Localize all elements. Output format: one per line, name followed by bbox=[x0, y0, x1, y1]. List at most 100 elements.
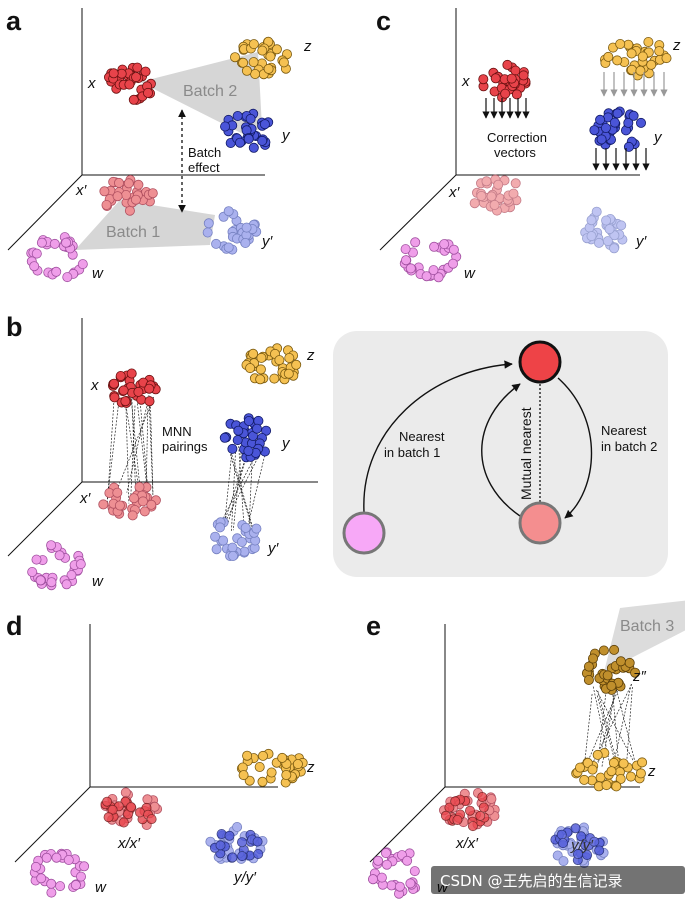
cluster-x-prime bbox=[98, 481, 161, 521]
back-arrow bbox=[481, 383, 521, 517]
mnn-pair-line bbox=[148, 395, 154, 498]
batch-effect-label-2: effect bbox=[188, 160, 220, 175]
cluster-y bbox=[209, 829, 264, 863]
cell-batch1-light-red bbox=[518, 501, 562, 545]
nearest-batch1-arrow bbox=[363, 360, 513, 513]
mnn-pair-line bbox=[224, 449, 233, 521]
cluster-w bbox=[399, 237, 462, 283]
correction-vectors-label-2: vectors bbox=[494, 145, 536, 160]
mnn-pair-line bbox=[232, 452, 242, 531]
axes-e bbox=[369, 624, 640, 863]
correction-vectors-label-1: Correction bbox=[487, 130, 547, 145]
mnn-label-1: MNN bbox=[162, 424, 192, 439]
mnn-pair-line bbox=[131, 394, 137, 498]
mnn-pair-line bbox=[238, 446, 245, 523]
cluster-y-prime bbox=[202, 206, 262, 255]
panel-a: a Batch 2 Batch 1 Batch effect x z y x′ … bbox=[6, 6, 312, 283]
nearest-batch2-label-1: Nearest bbox=[601, 423, 647, 438]
cluster-w bbox=[26, 232, 88, 283]
label-y-prime: y′ bbox=[267, 540, 280, 557]
cluster-z bbox=[236, 748, 308, 788]
label-x-x-prime: x/x′ bbox=[455, 835, 479, 852]
batch3-label: Batch 3 bbox=[620, 618, 674, 635]
label-x: x bbox=[87, 75, 96, 92]
mnn-pair-line bbox=[596, 695, 617, 767]
label-w: w bbox=[92, 265, 104, 282]
label-y-prime: y′ bbox=[261, 233, 274, 250]
mnn-pair-line bbox=[149, 396, 154, 495]
batch2-label: Batch 2 bbox=[183, 83, 237, 100]
label-w: w bbox=[92, 573, 104, 590]
mnn-pair-line bbox=[113, 396, 155, 498]
panel-b: b x z y MNN pairings x′ y′ w Nearest in … bbox=[6, 312, 668, 591]
label-z: z bbox=[306, 347, 315, 364]
label-x-prime: x′ bbox=[79, 490, 92, 507]
nearest-batch2-label-2: in batch 2 bbox=[601, 439, 657, 454]
label-x: x bbox=[461, 73, 470, 90]
watermark: CSDN @王先启的生信记录 y/y′ bbox=[431, 837, 685, 894]
nearest-batch1-label-2: in batch 1 bbox=[384, 445, 440, 460]
panel-c: c x z y Correction vectors x′ y′ w bbox=[376, 6, 681, 283]
mutual-nearest-label: Mutual nearest bbox=[518, 407, 534, 500]
mnn-pair-line bbox=[596, 689, 634, 761]
cluster-w bbox=[27, 540, 86, 591]
label-y-prime: y′ bbox=[635, 233, 648, 250]
cluster-x bbox=[104, 62, 156, 105]
cluster-z bbox=[571, 748, 648, 792]
label-x-prime: x′ bbox=[448, 184, 461, 201]
label-y: y bbox=[281, 127, 291, 144]
cluster-w bbox=[367, 847, 420, 899]
mnn-inset: Nearest in batch 1 Nearest in batch 2 Mu… bbox=[333, 331, 668, 577]
nearest-batch2-arrow bbox=[557, 377, 593, 519]
mnn-pair-line bbox=[125, 402, 141, 499]
cluster-x-prime bbox=[469, 174, 522, 216]
cluster-z bbox=[600, 37, 672, 81]
mnn-pair-line bbox=[227, 453, 248, 525]
cluster-x bbox=[108, 368, 161, 408]
panel-label-a: a bbox=[6, 6, 22, 36]
label-x-prime: x′ bbox=[75, 182, 88, 199]
mnn-pair-line bbox=[615, 686, 637, 767]
batch2-band bbox=[140, 52, 262, 135]
axes-b bbox=[7, 318, 318, 557]
label-w: w bbox=[95, 879, 107, 896]
cluster-x bbox=[100, 796, 157, 828]
mnn-pair-line bbox=[126, 399, 149, 493]
mnn-pair-line bbox=[248, 455, 253, 526]
cluster-y bbox=[220, 108, 274, 153]
label-w: w bbox=[464, 265, 476, 282]
axes-c bbox=[379, 8, 640, 251]
axes-a bbox=[7, 8, 265, 251]
cluster-y bbox=[589, 106, 647, 152]
batch1-label: Batch 1 bbox=[106, 224, 160, 241]
label-z: z bbox=[672, 37, 681, 54]
label-y-y-prime: y/y′ bbox=[570, 837, 594, 854]
mnn-pair-line bbox=[231, 454, 254, 531]
cluster-y-prime bbox=[210, 517, 262, 562]
panel-label-e: e bbox=[366, 611, 381, 641]
panel-label-b: b bbox=[6, 312, 23, 342]
cluster-x bbox=[440, 792, 490, 832]
mnn-pair-line bbox=[231, 451, 236, 533]
label-y: y bbox=[653, 129, 663, 146]
mnn-pair-line bbox=[614, 683, 632, 760]
mnn-pair-line bbox=[245, 451, 266, 534]
cell-batch2-red bbox=[518, 340, 562, 384]
mnn-pair-line bbox=[612, 694, 619, 760]
panel-e: e Batch 3 z″ z x/x′ w bbox=[366, 600, 685, 899]
watermark-text: CSDN @王先启的生信记录 bbox=[440, 872, 623, 890]
cluster-z bbox=[229, 36, 292, 80]
mnn-label-2: pairings bbox=[162, 439, 208, 454]
label-z: z bbox=[303, 38, 312, 55]
cluster-y-prime bbox=[580, 206, 628, 254]
cell-batch1-pink bbox=[342, 511, 386, 555]
panel-label-c: c bbox=[376, 6, 391, 36]
label-z: z bbox=[647, 763, 656, 780]
mnn-pair-line bbox=[219, 448, 263, 532]
mnn-pair-line bbox=[130, 405, 136, 497]
cluster-x-prime bbox=[99, 174, 158, 216]
cluster-y bbox=[550, 823, 605, 866]
cluster-w bbox=[29, 848, 90, 898]
cluster-z bbox=[241, 343, 302, 385]
panel-label-d: d bbox=[6, 611, 23, 641]
